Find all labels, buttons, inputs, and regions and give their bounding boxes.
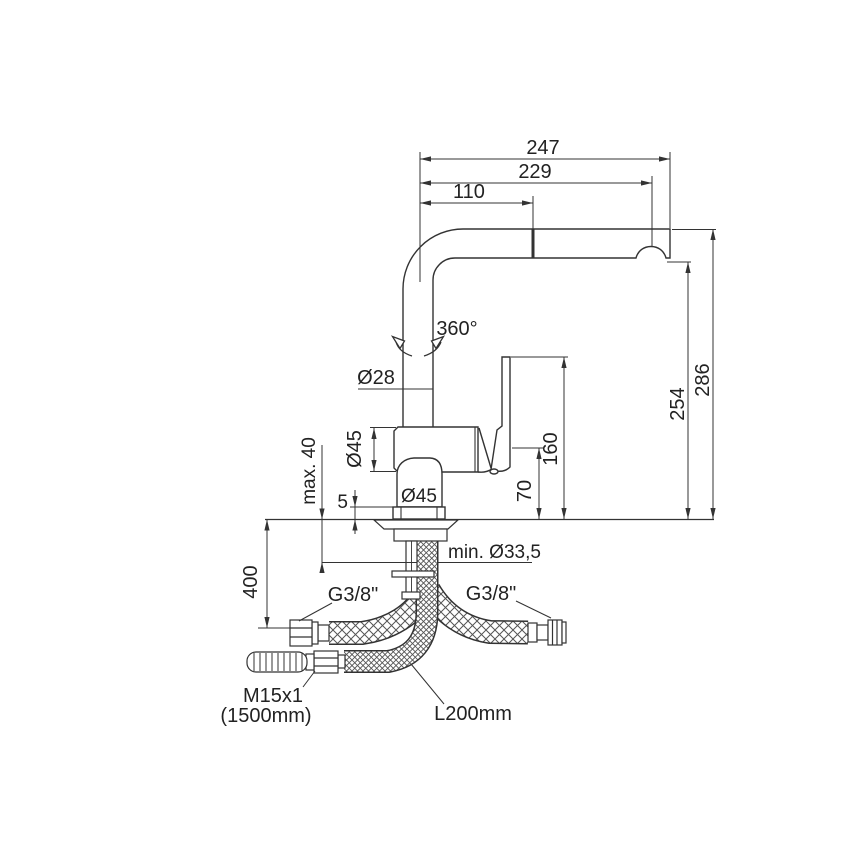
right-g38-fitting — [527, 619, 567, 646]
m15-leader — [302, 670, 316, 688]
base-column — [396, 457, 443, 508]
dim-label-5: 5 — [337, 492, 348, 513]
label-rotation: 360° — [436, 318, 477, 340]
swivel-arrowhead-right — [430, 335, 446, 350]
dimension-lines — [258, 152, 716, 705]
horseshoe-bracket — [391, 570, 435, 578]
left-g38-leader — [298, 602, 333, 622]
label-pipe-diameter: Ø28 — [357, 367, 395, 389]
dim-label-254: 254 — [667, 387, 689, 420]
spray-hose — [344, 538, 437, 672]
spray-hose-fitting — [246, 650, 346, 674]
label-spray-length: (1500mm) — [220, 705, 311, 727]
dim-label-110: 110 — [453, 181, 485, 203]
flange-plate — [372, 519, 460, 530]
swivel-arrowhead-left — [390, 335, 406, 350]
label-min-hole: min. Ø33,5 — [448, 542, 541, 563]
handle-cone-line — [478, 427, 492, 469]
dim-label-400: 400 — [240, 565, 262, 598]
hose-fittings — [246, 619, 567, 674]
right-g38-leader — [515, 600, 552, 619]
label-column-diameter: Ø45 — [401, 486, 437, 507]
flange-block — [393, 528, 448, 542]
handle-indicator-dot — [489, 468, 499, 475]
label-right-thread: G3/8" — [466, 583, 516, 605]
dim-label-160: 160 — [540, 432, 562, 465]
handle-lever — [490, 356, 511, 472]
label-max-thickness: max. 40 — [299, 437, 320, 505]
dimension-labels: 247 229 110 286 254 160 70 360° Ø28 Ø45 … — [220, 137, 714, 727]
left-g38-fitting — [289, 619, 330, 647]
label-hose-length: L200mm — [434, 703, 512, 725]
m15-hex-nut — [313, 650, 339, 674]
dimension-arrows — [264, 156, 716, 628]
faucet-outline — [392, 228, 671, 520]
spout-outline — [402, 228, 671, 433]
swivel-arrows — [390, 335, 446, 357]
label-spray-thread: M15x1 — [243, 685, 303, 707]
hoses — [329, 538, 529, 673]
dim-label-286: 286 — [692, 363, 714, 396]
swivel-arc-right — [423, 341, 442, 357]
label-body-diameter: Ø45 — [344, 430, 366, 468]
l200-leader — [410, 663, 445, 705]
dim-label-70: 70 — [514, 480, 536, 502]
dim-label-229: 229 — [518, 161, 551, 183]
stud-nut — [401, 591, 421, 600]
corrugated-section — [246, 651, 308, 673]
mounting-hardware — [322, 519, 460, 600]
label-left-thread: G3/8" — [328, 584, 378, 606]
dim-label-247: 247 — [526, 137, 559, 159]
